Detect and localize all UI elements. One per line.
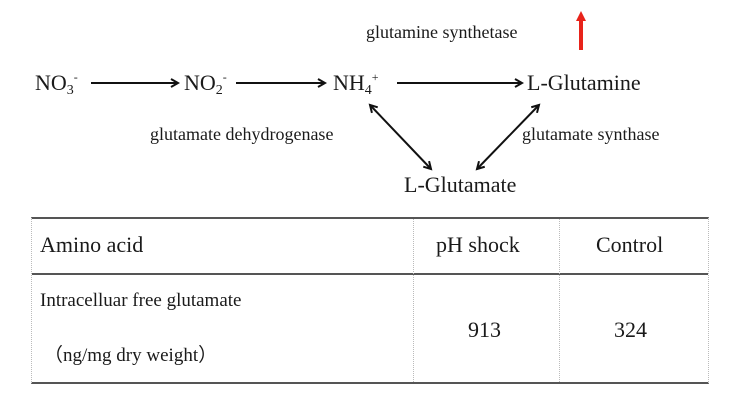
column-divider bbox=[559, 219, 560, 382]
up-arrow-icon bbox=[576, 11, 586, 50]
row-label-line1: Intracelluar free glutamate bbox=[40, 290, 242, 311]
nitrite-charge: - bbox=[222, 70, 227, 84]
header-amino-acid: Amino acid bbox=[40, 232, 144, 257]
glutamate-table: Amino acid pH shock Control Intracelluar… bbox=[31, 217, 709, 384]
enzyme-glutamate-synthase: glutamate synthase bbox=[522, 124, 660, 144]
double-arrow-ammonium-glutamate bbox=[370, 105, 431, 169]
pathway-arrows bbox=[91, 11, 586, 210]
header-control: Control bbox=[596, 232, 664, 257]
nitrate-subscript: 3 bbox=[66, 83, 74, 98]
enzyme-glutamine-synthetase: glutamine synthetase bbox=[366, 22, 518, 42]
row-label-line2: （ng/mg dry weight） bbox=[44, 345, 218, 366]
node-l-glutamate: L-Glutamate bbox=[404, 172, 517, 197]
nitrite-subscript: 2 bbox=[215, 83, 223, 98]
node-l-glutamine: L-Glutamine bbox=[527, 70, 641, 95]
column-divider bbox=[413, 219, 414, 382]
value-control: 324 bbox=[614, 317, 647, 342]
ammonium-charge: + bbox=[371, 70, 379, 84]
node-nitrate: NO3- bbox=[35, 70, 78, 100]
value-ph-shock: 913 bbox=[468, 317, 501, 342]
double-arrow-glutamine-glutamate bbox=[477, 105, 539, 169]
header-ph-shock: pH shock bbox=[436, 232, 520, 257]
nitrate-base: NO bbox=[35, 70, 67, 95]
node-ammonium: NH4+ bbox=[333, 70, 379, 100]
node-nitrite: NO2- bbox=[184, 70, 227, 100]
header-divider bbox=[32, 273, 708, 275]
nitrite-base: NO bbox=[184, 70, 216, 95]
enzyme-glutamate-dehydrogenase: glutamate dehydrogenase bbox=[150, 124, 334, 144]
ammonium-base: NH bbox=[333, 70, 365, 95]
ammonium-subscript: 4 bbox=[364, 83, 372, 98]
nitrate-charge: - bbox=[73, 70, 78, 84]
